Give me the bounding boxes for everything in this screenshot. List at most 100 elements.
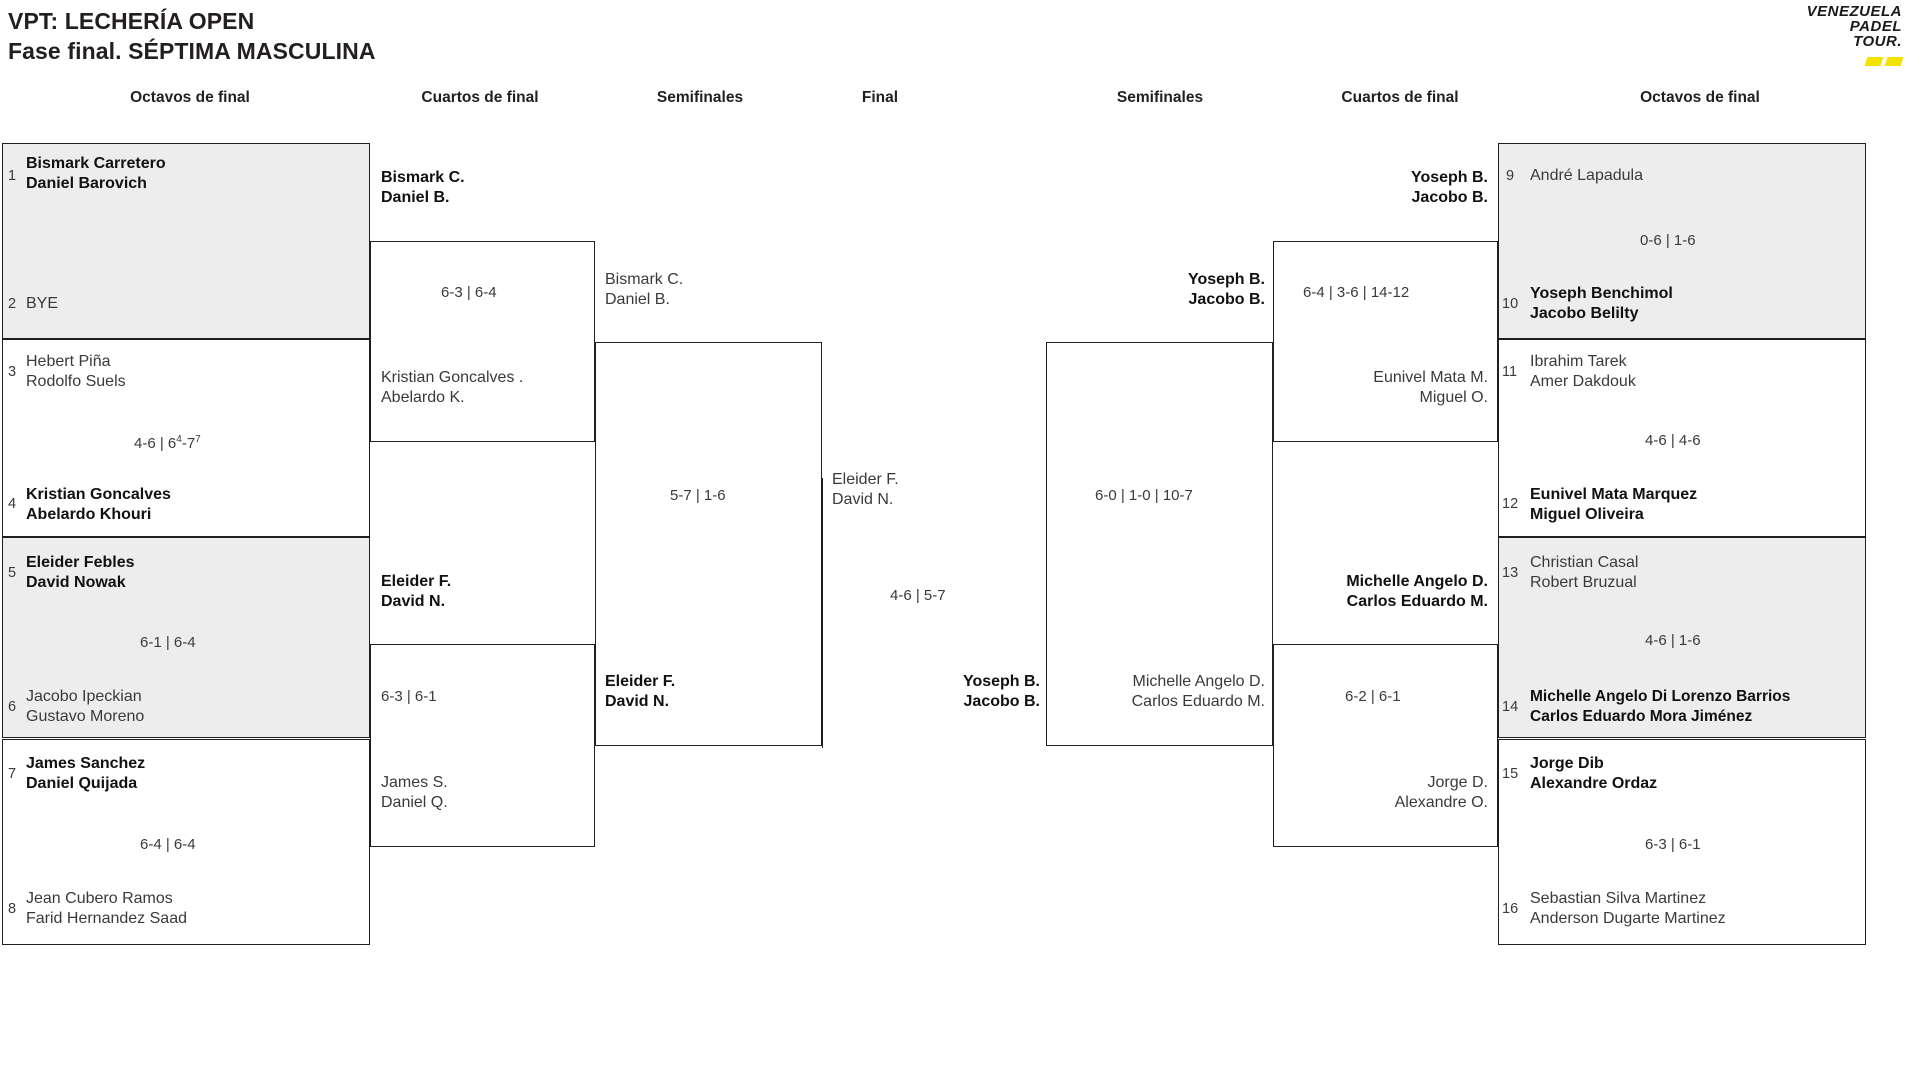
right-cuartos-team-2: Eunivel Mata M. Miguel O. xyxy=(1300,368,1488,407)
score-right-octavos-2: 4-6 | 4-6 xyxy=(1645,432,1701,449)
score-right-octavos-1: 0-6 | 1-6 xyxy=(1640,232,1696,249)
seed-15-player-a: Jorge Dib xyxy=(1530,755,1604,772)
match-box-left-cuartos-1[interactable] xyxy=(370,241,595,442)
round-header-right-semis: Semifinales xyxy=(1116,89,1204,106)
right-cuartos-3-player-b: Carlos Eduardo M. xyxy=(1346,592,1488,610)
score-final: 4-6 | 5-7 xyxy=(890,587,946,604)
seed-6-player-b: Gustavo Moreno xyxy=(26,707,145,725)
seed-player-13: Christian Casal Robert Bruzual xyxy=(1530,553,1638,592)
score-right-cuartos-1: 6-4 | 3-6 | 14-12 xyxy=(1303,284,1410,301)
score-left-octavos-2: 4-6 | 64-77 xyxy=(134,434,201,452)
seed-3-player-b: Rodolfo Suels xyxy=(26,372,126,390)
seed-8-player-a: Jean Cubero Ramos xyxy=(26,890,173,907)
score-right-cuartos-2: 6-2 | 6-1 xyxy=(1345,688,1401,705)
seed-number-10: 10 xyxy=(1502,296,1519,312)
round-header-final: Final xyxy=(861,89,899,106)
right-cuartos-3-player-a: Michelle Angelo D. xyxy=(1346,573,1488,590)
seed-number-7: 7 xyxy=(8,766,17,782)
seed-block-15-16[interactable] xyxy=(1498,739,1866,945)
left-cuartos-1-player-b: Daniel B. xyxy=(381,188,450,206)
logo-stripes-icon xyxy=(1864,57,1904,66)
logo-line-2: PADEL xyxy=(1849,18,1902,35)
right-semis-2-player-b: Carlos Eduardo M. xyxy=(1131,692,1265,710)
seed-block-13-14[interactable] xyxy=(1498,537,1866,738)
right-cuartos-4-player-b: Alexandre O. xyxy=(1394,793,1488,811)
seed-number-2: 2 xyxy=(8,296,17,312)
match-box-left-semis[interactable] xyxy=(595,342,822,746)
final-connector-left xyxy=(822,478,823,748)
final-top-player-b: David N. xyxy=(832,490,894,508)
seed-player-5: Eleider Febles David Nowak xyxy=(26,553,135,592)
seed-number-3: 3 xyxy=(8,364,17,380)
match-box-right-cuartos-2[interactable] xyxy=(1273,644,1498,847)
seed-player-11: Ibrahim Tarek Amer Dakdouk xyxy=(1530,352,1636,391)
seed-12-player-b: Miguel Oliveira xyxy=(1530,505,1644,523)
right-cuartos-2-player-b: Miguel O. xyxy=(1419,388,1488,406)
seed-12-player-a: Eunivel Mata Marquez xyxy=(1530,486,1698,503)
final-top-player-a: Eleider F. xyxy=(832,471,899,488)
right-cuartos-team-4: Jorge D. Alexandre O. xyxy=(1330,773,1488,812)
seed-player-4: Kristian Goncalves Abelardo Khouri xyxy=(26,485,171,524)
seed-15-player-b: Alexandre Ordaz xyxy=(1530,774,1658,792)
logo-line-1: VENEZUELA xyxy=(1806,3,1902,20)
match-box-right-semis[interactable] xyxy=(1046,342,1273,746)
right-semis-1-player-a: Yoseph B. xyxy=(1187,271,1265,288)
final-bottom-player-a: Yoseph B. xyxy=(962,673,1040,690)
left-cuartos-4-player-a: James S. xyxy=(381,774,448,791)
seed-player-16: Sebastian Silva Martinez Anderson Dugart… xyxy=(1530,889,1726,928)
final-team-bottom: Yoseph B. Jacobo B. xyxy=(880,672,1040,711)
match-box-right-cuartos-1[interactable] xyxy=(1273,241,1498,442)
seed-block-11-12[interactable] xyxy=(1498,339,1866,537)
right-cuartos-team-3: Michelle Angelo D. Carlos Eduardo M. xyxy=(1300,572,1488,611)
seed-player-7: James Sanchez Daniel Quijada xyxy=(26,754,145,793)
seed-number-9: 9 xyxy=(1506,168,1515,184)
seed-player-12: Eunivel Mata Marquez Miguel Oliveira xyxy=(1530,485,1697,524)
seed-number-15: 15 xyxy=(1502,766,1519,782)
right-cuartos-4-player-a: Jorge D. xyxy=(1427,774,1488,791)
seed-4-player-a: Kristian Goncalves xyxy=(26,486,171,503)
score-right-semis: 6-0 | 1-0 | 10-7 xyxy=(1095,487,1193,504)
seed-9-player-a: André Lapadula xyxy=(1530,167,1643,184)
score-right-octavos-3: 4-6 | 1-6 xyxy=(1645,632,1701,649)
seed-2-player-a: BYE xyxy=(26,295,59,312)
seed-player-9: André Lapadula xyxy=(1530,166,1643,186)
seed-number-16: 16 xyxy=(1502,901,1519,917)
score-left-cuartos-2: 6-3 | 6-1 xyxy=(381,688,437,705)
left-semis-team-1: Bismark C. Daniel B. xyxy=(605,270,683,309)
seed-7-player-b: Daniel Quijada xyxy=(26,774,138,792)
right-semis-team-1: Yoseph B. Jacobo B. xyxy=(1100,270,1265,309)
seed-block-7-8[interactable] xyxy=(2,739,370,945)
seed-14-player-b: Carlos Eduardo Mora Jiménez xyxy=(1530,707,1753,725)
seed-block-1-2[interactable] xyxy=(2,143,370,339)
seed-3-player-a: Hebert Piña xyxy=(26,353,111,370)
seed-number-6: 6 xyxy=(8,699,17,715)
seed-5-player-a: Eleider Febles xyxy=(26,554,135,571)
seed-block-9-10[interactable] xyxy=(1498,143,1866,339)
final-team-top: Eleider F. David N. xyxy=(832,470,899,509)
right-cuartos-1-player-a: Yoseph B. xyxy=(1410,169,1488,186)
seed-number-12: 12 xyxy=(1502,496,1519,512)
match-box-left-cuartos-2[interactable] xyxy=(370,644,595,847)
seed-1-player-b: Daniel Barovich xyxy=(26,174,147,192)
right-cuartos-1-player-b: Jacobo B. xyxy=(1411,188,1488,206)
seed-13-player-a: Christian Casal xyxy=(1530,554,1639,571)
seed-8-player-b: Farid Hernandez Saad xyxy=(26,909,187,927)
seed-16-player-b: Anderson Dugarte Martinez xyxy=(1530,909,1726,927)
left-semis-team-2: Eleider F. David N. xyxy=(605,672,675,711)
seed-block-5-6[interactable] xyxy=(2,537,370,738)
seed-number-1: 1 xyxy=(8,168,17,184)
seed-block-3-4[interactable] xyxy=(2,339,370,537)
seed-number-4: 4 xyxy=(8,496,17,512)
score-left-octavos-4: 6-4 | 6-4 xyxy=(140,836,196,853)
left-cuartos-2-player-b: Abelardo K. xyxy=(381,388,465,406)
left-semis-2-player-b: David N. xyxy=(605,692,670,710)
seed-number-8: 8 xyxy=(8,901,17,917)
seed-7-player-a: James Sanchez xyxy=(26,755,146,772)
left-cuartos-3-player-b: David N. xyxy=(381,592,446,610)
score-left-semis: 5-7 | 1-6 xyxy=(670,487,726,504)
round-header-right-cuartos: Cuartos de final xyxy=(1341,89,1459,106)
seed-number-14: 14 xyxy=(1502,699,1519,715)
logo-line-3: TOUR. xyxy=(1853,33,1902,50)
left-cuartos-1-player-a: Bismark C. xyxy=(381,169,465,186)
left-cuartos-2-player-a: Kristian Goncalves . xyxy=(381,369,524,386)
